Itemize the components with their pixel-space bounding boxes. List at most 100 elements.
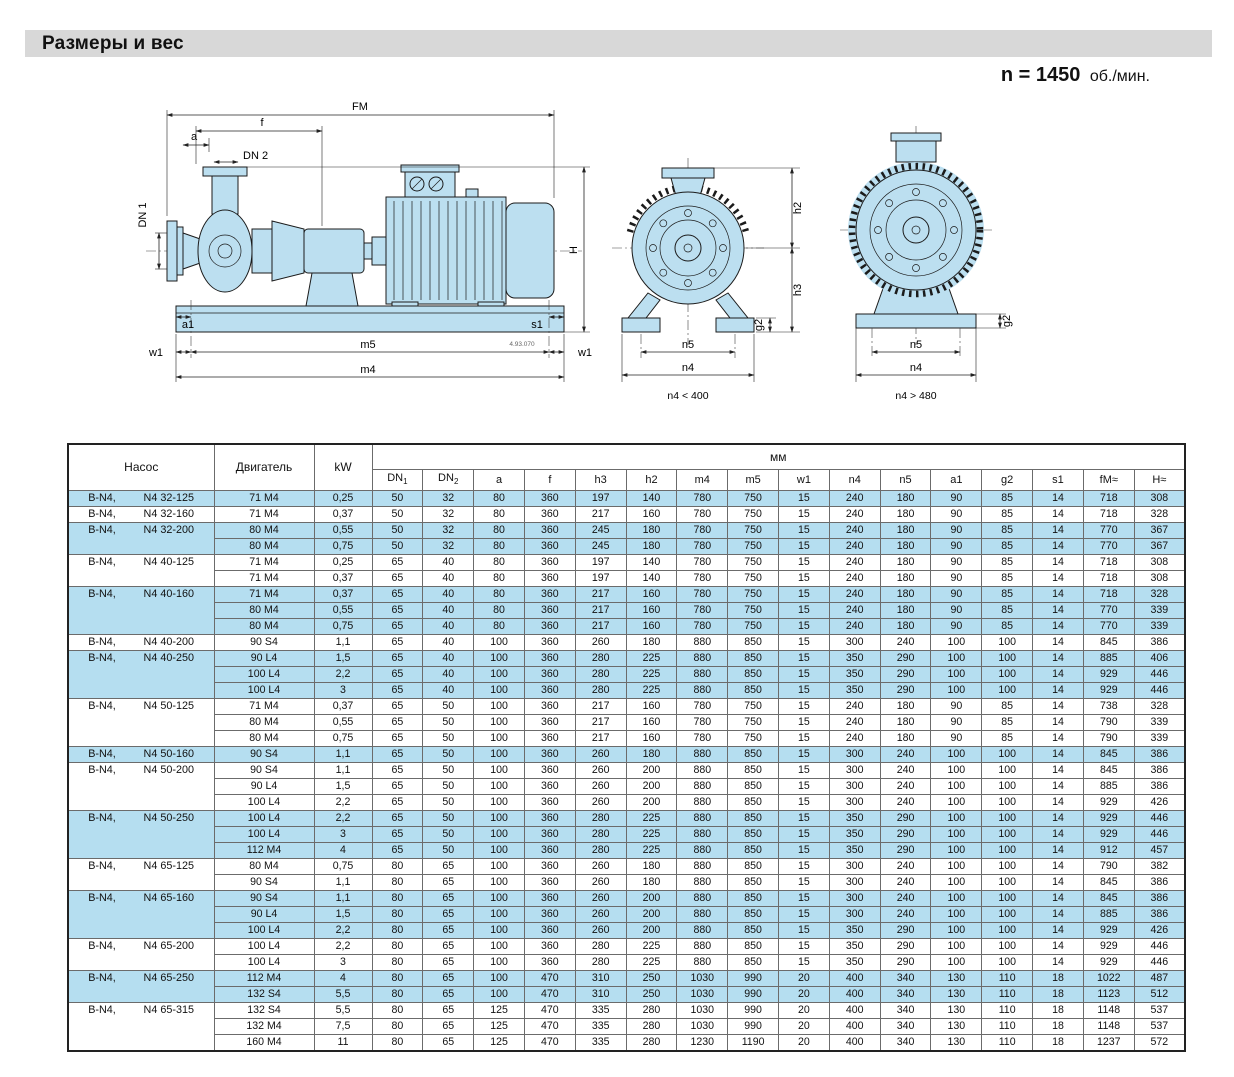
dim-value-cell: 65 [371, 553, 424, 571]
dim-value-cell: 100 [473, 969, 525, 987]
motor-cell: 90 S4 [213, 873, 315, 891]
dim-value-cell: 350 [828, 665, 881, 683]
dim-value-cell: 217 [574, 729, 627, 747]
dim-value-cell: 65 [371, 793, 424, 811]
dim-value-cell: 300 [828, 873, 881, 891]
dim-value-cell: 225 [625, 665, 678, 683]
dim-value-cell: 845 [1082, 745, 1135, 763]
dim-label-g2-left: g2 [753, 319, 765, 331]
dim-value-cell: 15 [778, 553, 830, 571]
dim-value-cell: 50 [371, 521, 424, 539]
dim-value-cell: 65 [422, 857, 475, 875]
dim-value-cell: 197 [574, 569, 627, 587]
dim-value-cell: 100 [930, 825, 983, 843]
kw-cell: 0,75 [313, 617, 373, 635]
dim-value-cell: 200 [625, 921, 678, 939]
dim-value-cell: 20 [778, 985, 830, 1003]
dim-column-header: h3 [574, 468, 627, 491]
dim-value-cell: 240 [828, 729, 881, 747]
dim-value-cell: 14 [1032, 745, 1084, 763]
dim-value-cell: 386 [1133, 633, 1186, 651]
pump-model-cell: B-N4,N4 50-250 [67, 809, 215, 859]
dim-value-cell: 360 [523, 729, 576, 747]
kw-cell: 11 [313, 1033, 373, 1051]
dim-value-cell: 15 [778, 873, 830, 891]
dim-value-cell: 300 [828, 633, 881, 651]
dim-value-cell: 335 [574, 1033, 627, 1051]
dim-value-cell: 40 [422, 681, 475, 699]
dim-value-cell: 290 [879, 649, 932, 667]
dim-value-cell: 850 [727, 793, 779, 811]
dim-value-cell: 260 [574, 633, 627, 651]
dim-value-cell: 780 [676, 617, 729, 635]
dim-value-cell: 14 [1032, 489, 1084, 507]
dim-value-cell: 14 [1032, 665, 1084, 683]
dim-value-cell: 750 [727, 569, 779, 587]
dim-value-cell: 65 [422, 873, 475, 891]
dim-value-cell: 100 [930, 777, 983, 795]
dim-value-cell: 65 [422, 889, 475, 907]
dim-value-cell: 65 [422, 1017, 475, 1035]
dim-value-cell: 65 [371, 617, 424, 635]
dim-column-header: w1 [778, 468, 830, 491]
kw-cell: 2,2 [313, 665, 373, 683]
dim-value-cell: 65 [422, 1001, 475, 1019]
dim-value-cell: 180 [879, 505, 932, 523]
dim-value-cell: 885 [1082, 777, 1135, 795]
dim-value-cell: 780 [676, 569, 729, 587]
dim-value-cell: 880 [676, 921, 729, 939]
dim-value-cell: 340 [879, 1033, 932, 1051]
dim-column-header: m4 [676, 468, 729, 491]
dim-value-cell: 18 [1032, 969, 1084, 987]
dim-value-cell: 90 [930, 553, 983, 571]
dim-value-cell: 750 [727, 729, 779, 747]
col-header-unit-mm: мм [371, 443, 1186, 470]
dim-value-cell: 80 [371, 1033, 424, 1051]
dim-value-cell: 14 [1032, 697, 1084, 715]
kw-cell: 4 [313, 969, 373, 987]
dim-value-cell: 350 [828, 953, 881, 971]
dim-value-cell: 290 [879, 841, 932, 859]
dim-label-g2-right: g2 [1001, 315, 1013, 327]
dim-value-cell: 470 [523, 969, 576, 987]
dim-value-cell: 90 [930, 505, 983, 523]
dim-column-header: DN2 [422, 468, 475, 491]
kw-cell: 3 [313, 681, 373, 699]
dim-value-cell: 750 [727, 489, 779, 507]
kw-cell: 3 [313, 953, 373, 971]
motor-cell: 80 M4 [213, 601, 315, 619]
dim-value-cell: 14 [1032, 873, 1084, 891]
dim-value-cell: 718 [1082, 505, 1135, 523]
dim-value-cell: 780 [676, 521, 729, 539]
motor-cell: 100 L4 [213, 953, 315, 971]
dim-value-cell: 110 [981, 1001, 1034, 1019]
dim-value-cell: 446 [1133, 665, 1186, 683]
col-header-pump: Насос [67, 443, 215, 491]
dim-value-cell: 929 [1082, 937, 1135, 955]
dim-value-cell: 14 [1032, 633, 1084, 651]
dim-value-cell: 360 [523, 825, 576, 843]
dim-value-cell: 90 [930, 521, 983, 539]
dim-value-cell: 15 [778, 521, 830, 539]
dim-value-cell: 18 [1032, 985, 1084, 1003]
motor-cell: 90 S4 [213, 745, 315, 763]
dim-value-cell: 160 [625, 601, 678, 619]
dim-value-cell: 160 [625, 697, 678, 715]
pump-model-cell: B-N4,N4 32-160 [67, 505, 215, 523]
dim-value-cell: 90 [930, 713, 983, 731]
dim-value-cell: 845 [1082, 873, 1135, 891]
dim-value-cell: 65 [422, 905, 475, 923]
front-view-large-dimensions: g2 n5 n4 n4 > 480 [855, 313, 1013, 402]
motor-cell: 71 M4 [213, 489, 315, 507]
dim-value-cell: 1230 [676, 1033, 729, 1051]
dim-value-cell: 130 [930, 1033, 983, 1051]
dim-value-cell: 880 [676, 793, 729, 811]
dim-value-cell: 850 [727, 777, 779, 795]
dim-value-cell: 929 [1082, 953, 1135, 971]
